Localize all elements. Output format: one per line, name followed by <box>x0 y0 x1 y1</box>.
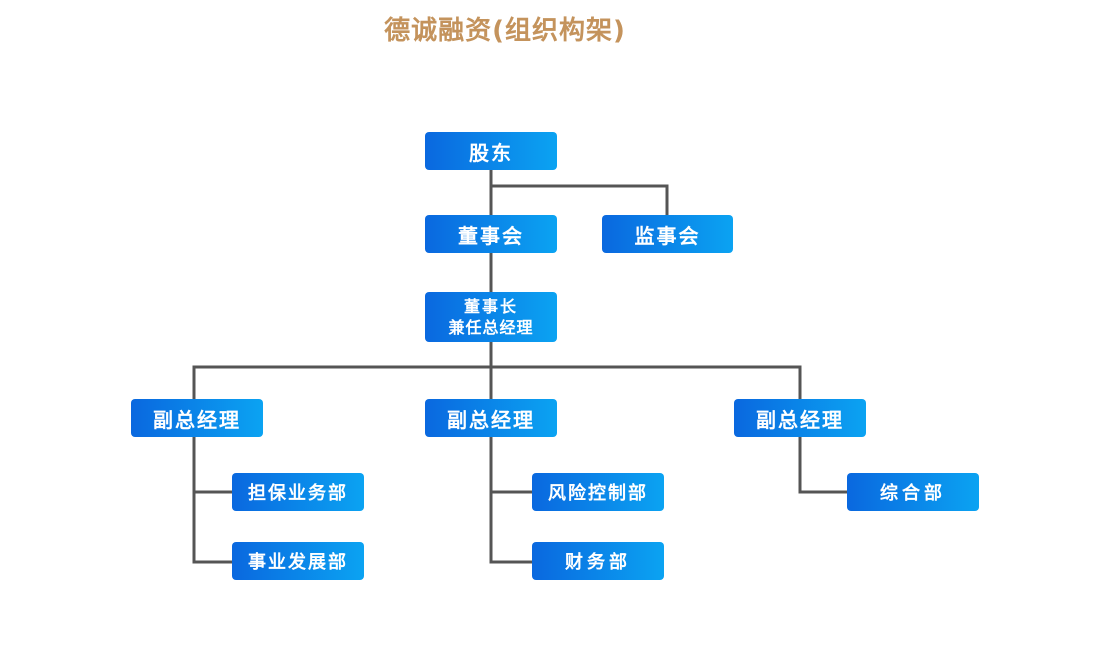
line-vp3-depts <box>798 437 847 494</box>
node-shareholders: 股东 <box>425 132 557 170</box>
chairman-line1: 董事长 <box>463 297 518 316</box>
line-vp1-depts <box>192 437 232 564</box>
node-board: 董事会 <box>425 215 557 253</box>
node-chairman: 董事长 兼任总经理 <box>425 292 557 342</box>
line-chairman-vps <box>192 342 802 399</box>
node-vp-1: 副总经理 <box>131 399 263 437</box>
node-finance: 财务部 <box>532 542 664 580</box>
node-vp-3: 副总经理 <box>734 399 866 437</box>
node-risk-control: 风险控制部 <box>532 473 664 511</box>
node-guarantee: 担保业务部 <box>232 473 364 511</box>
node-general: 综合部 <box>847 473 979 511</box>
node-vp-2: 副总经理 <box>425 399 557 437</box>
line-shareholders-supervisory <box>491 184 669 215</box>
page-title: 德诚融资(组织构架) <box>384 16 626 46</box>
node-supervisory: 监事会 <box>602 215 733 253</box>
node-business-dev: 事业发展部 <box>232 542 364 580</box>
chairman-line2: 兼任总经理 <box>448 318 534 337</box>
line-vp2-depts <box>489 437 532 564</box>
